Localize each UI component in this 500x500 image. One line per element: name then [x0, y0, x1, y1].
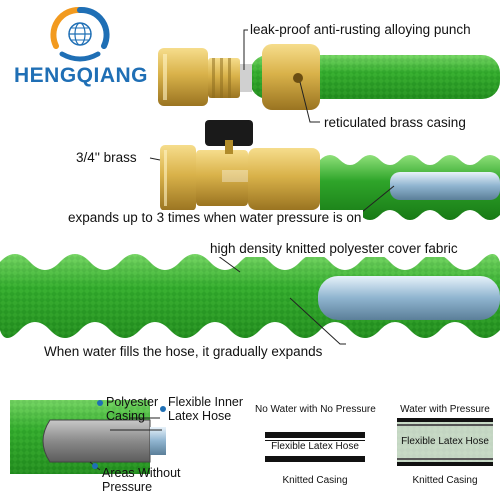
label-areas-without-pressure: Areas Without Pressure — [102, 466, 181, 494]
middle-hose — [320, 155, 500, 220]
brand-logo — [40, 6, 120, 64]
title-no-water: No Water with No Pressure — [255, 404, 376, 415]
label-with-water-knitted: Knitted Casing — [412, 475, 478, 486]
callout-expands: expands up to 3 times when water pressur… — [66, 210, 364, 226]
middle-brass-fitting — [160, 120, 320, 211]
callout-fills: When water fills the hose, it gradually … — [42, 344, 325, 360]
label-no-water-latex: Flexible Latex Hose — [265, 441, 365, 453]
comparison-with-pressure — [397, 418, 493, 466]
expanded-hose — [0, 254, 500, 338]
callout-punch: leak-proof anti-rusting alloying punch — [248, 22, 473, 38]
callout-casing: reticulated brass casing — [322, 115, 468, 131]
callout-fabric: high density knitted polyester cover fab… — [208, 241, 460, 257]
cross-section-diagram — [10, 400, 166, 474]
brand-name: HENGQIANG — [13, 64, 148, 87]
title-with-water: Water with Pressure — [400, 404, 490, 415]
inner-latex-tube — [318, 276, 500, 320]
label-with-water-latex: Flexible Latex Hose — [401, 436, 489, 447]
valve-handle — [205, 120, 253, 146]
globe-logo-icon — [50, 6, 110, 62]
label-flexible-inner: Flexible Inner Latex Hose — [168, 395, 244, 423]
label-polyester-casing: Polyester Casing — [106, 395, 159, 423]
top-brass-fitting — [158, 44, 320, 110]
label-no-water-knitted: Knitted Casing — [282, 475, 348, 486]
callout-brass: 3/4'' brass — [74, 150, 139, 166]
